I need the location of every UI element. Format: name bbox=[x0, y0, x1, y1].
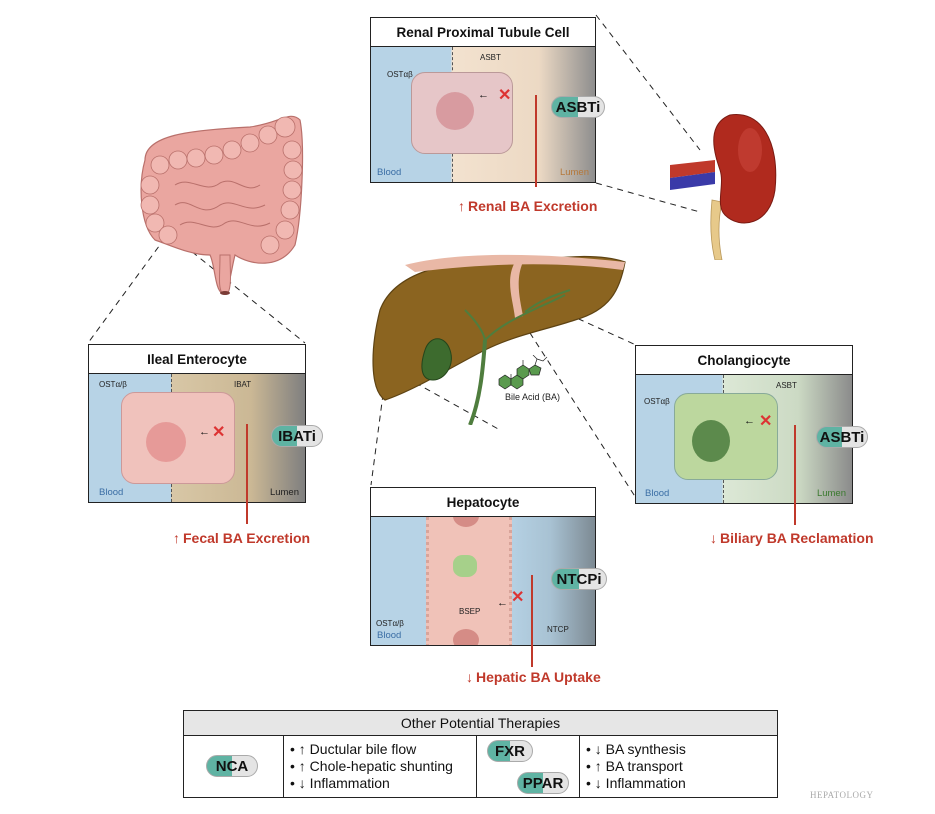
cholangiocyte-panel: Cholangiocyte OSTαβ ASBT ✕ ← Blood Lumen… bbox=[635, 345, 868, 504]
drug-pill-asbti: ASBTi bbox=[551, 96, 605, 118]
drug-pill-ibati: IBATi bbox=[271, 425, 323, 447]
therapy-drug-cell: FXR PPAR bbox=[476, 735, 580, 798]
transporter-label: BSEP bbox=[459, 607, 481, 616]
bile-acid-structure-icon bbox=[498, 355, 548, 390]
effect-item: • ↑ Chole-hepatic shunting bbox=[290, 758, 453, 774]
cell-nucleus bbox=[692, 420, 730, 462]
drug-pill-nca: NCA bbox=[206, 755, 258, 777]
journal-watermark: HEPATOLOGY bbox=[810, 790, 874, 800]
down-arrow-icon: ↓ bbox=[710, 530, 717, 546]
renal-panel-title: Renal Proximal Tubule Cell bbox=[371, 18, 595, 47]
effect-item: • ↓ BA synthesis bbox=[586, 741, 686, 757]
zone-label-blood: Blood bbox=[99, 487, 124, 498]
drug-pill-fxr: FXR bbox=[487, 740, 533, 762]
bile-canaliculus bbox=[453, 555, 477, 577]
renal-outcome-text: Renal BA Excretion bbox=[468, 198, 598, 214]
blocked-x-icon: ✕ bbox=[759, 413, 773, 430]
therapy-effects-cell: • ↑ Ductular bile flow • ↑ Chole-hepatic… bbox=[283, 735, 477, 798]
other-therapies-table: Other Potential Therapies NCA • ↑ Ductul… bbox=[183, 710, 778, 798]
ileal-panel-title: Ileal Enterocyte bbox=[89, 345, 305, 374]
kidney-illustration bbox=[670, 113, 777, 260]
zone-label-lumen: Lumen bbox=[816, 488, 846, 499]
effect-item: • ↑ Ductular bile flow bbox=[290, 741, 417, 757]
effect-item: • ↑ BA transport bbox=[586, 758, 683, 774]
ileal-outcome: ↑Fecal BA Excretion bbox=[173, 530, 310, 546]
therapy-effects-cell: • ↓ BA synthesis • ↑ BA transport • ↓ In… bbox=[579, 735, 778, 798]
zone-label-blood: Blood bbox=[645, 488, 670, 499]
arrow-left-icon: ← bbox=[744, 415, 755, 427]
effect-item: • ↓ Inflammation bbox=[290, 775, 390, 791]
transporter-label: OSTαβ bbox=[387, 70, 413, 79]
transporter-label: NTCP bbox=[547, 625, 569, 634]
up-arrow-icon: ↑ bbox=[173, 530, 180, 546]
bile-acid-label: Bile Acid (BA) bbox=[505, 392, 561, 402]
blocked-x-icon: ✕ bbox=[212, 424, 226, 441]
up-arrow-icon: ↑ bbox=[458, 198, 465, 214]
hepatocyte-outcome: ↓Hepatic BA Uptake bbox=[466, 669, 601, 685]
drug-pill-ntcpi: NTCPi bbox=[551, 568, 607, 590]
hepatocyte-panel: Hepatocyte BSEP OSTα/β NTCP ✕ ← Blood NT… bbox=[370, 487, 607, 646]
outcome-arrow-line bbox=[794, 425, 796, 525]
arrow-left-icon: ← bbox=[497, 597, 508, 609]
arrow-left-icon: ← bbox=[199, 426, 210, 438]
transporter-label: ASBT bbox=[776, 381, 797, 390]
drug-pill-asbti: ASBTi bbox=[816, 426, 868, 448]
blocked-x-icon: ✕ bbox=[511, 589, 525, 606]
down-arrow-icon: ↓ bbox=[466, 669, 473, 685]
therapy-drug-cell: NCA bbox=[183, 735, 284, 798]
transporter-label: IBAT bbox=[234, 380, 252, 389]
transporter-label: OSTαβ bbox=[644, 397, 670, 406]
cholangiocyte-outcome: ↓Biliary BA Reclamation bbox=[710, 530, 874, 546]
liver-illustration bbox=[372, 254, 626, 425]
cell-nucleus bbox=[436, 92, 474, 130]
zone-label-lumen: Lumen bbox=[559, 167, 589, 178]
renal-outcome: ↑Renal BA Excretion bbox=[458, 198, 597, 214]
arrow-left-icon: ← bbox=[478, 89, 489, 101]
transporter-label: ASBT bbox=[480, 53, 501, 62]
renal-panel: Renal Proximal Tubule Cell OSTαβ ASBT ✕ … bbox=[370, 17, 605, 183]
cell-nucleus bbox=[146, 422, 186, 462]
cholangiocyte-panel-title: Cholangiocyte bbox=[636, 346, 852, 375]
ileal-panel: Ileal Enterocyte OSTα/β IBAT ✕ ← Blood L… bbox=[88, 344, 323, 503]
hepatocyte-outcome-text: Hepatic BA Uptake bbox=[476, 669, 601, 685]
transporter-label: OSTα/β bbox=[99, 380, 127, 389]
zone-label-blood: Blood bbox=[377, 630, 402, 641]
intestine-illustration bbox=[140, 115, 304, 295]
zone-label-lumen: Lumen bbox=[269, 487, 299, 498]
cell-nucleus bbox=[453, 629, 479, 645]
outcome-arrow-line bbox=[535, 95, 537, 187]
effect-item: • ↓ Inflammation bbox=[586, 775, 686, 791]
hepatocyte-cells bbox=[426, 517, 512, 645]
drug-pill-ppar: PPAR bbox=[517, 772, 569, 794]
blocked-x-icon: ✕ bbox=[498, 87, 512, 104]
zone-label-blood: Blood bbox=[377, 167, 402, 178]
outcome-arrow-line bbox=[531, 575, 533, 667]
hepatocyte-panel-title: Hepatocyte bbox=[371, 488, 595, 517]
ileal-outcome-text: Fecal BA Excretion bbox=[183, 530, 311, 546]
cell-nucleus bbox=[453, 517, 479, 527]
table-header: Other Potential Therapies bbox=[183, 710, 778, 736]
transporter-label: OSTα/β bbox=[376, 619, 404, 628]
outcome-arrow-line bbox=[246, 424, 248, 524]
cholangiocyte-outcome-text: Biliary BA Reclamation bbox=[720, 530, 874, 546]
